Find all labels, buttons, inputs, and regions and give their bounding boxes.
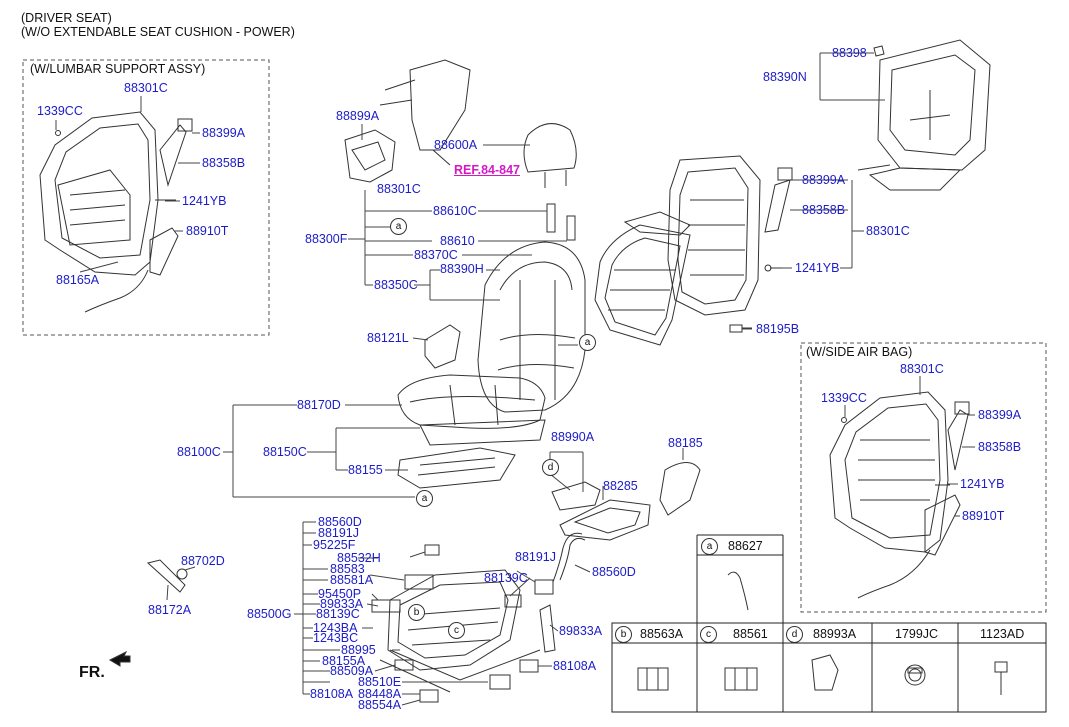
part-label[interactable]: 88301C xyxy=(900,362,944,376)
part-label[interactable]: 88399A xyxy=(202,126,246,140)
table-part-1799[interactable]: 1799JC xyxy=(895,627,939,641)
callout-b: b xyxy=(408,604,425,621)
part-label[interactable]: 1241YB xyxy=(795,261,840,275)
part-label[interactable]: 88358B xyxy=(802,203,846,217)
part-label[interactable]: 88560D xyxy=(592,565,636,579)
part-label[interactable]: 88139C xyxy=(316,607,360,621)
part-label[interactable]: 88390H xyxy=(440,262,484,276)
lumbar-box-frame xyxy=(22,59,270,336)
part-label[interactable]: 88370C xyxy=(414,248,458,262)
part-label[interactable]: 88301C xyxy=(377,182,421,196)
part-label[interactable]: 88350C xyxy=(374,278,418,292)
part-label[interactable]: 88509A xyxy=(330,664,374,678)
part-label[interactable]: 88600A xyxy=(434,138,478,152)
front-direction-label: FR. xyxy=(79,664,105,681)
part-label[interactable]: 88170D xyxy=(297,398,341,412)
part-label[interactable]: 89833A xyxy=(559,624,603,638)
part-label[interactable]: 88155 xyxy=(348,463,383,477)
parts-table-grid xyxy=(611,534,1047,713)
part-label[interactable]: 1241YB xyxy=(182,194,227,208)
table-part-d[interactable]: 88993A xyxy=(813,627,857,641)
part-label[interactable]: 88554A xyxy=(358,698,402,712)
table-part-1123[interactable]: 1123AD xyxy=(980,627,1025,641)
part-label[interactable]: 88583 xyxy=(330,562,365,576)
part-label[interactable]: 88358B xyxy=(202,156,246,170)
part-label[interactable]: 88610C xyxy=(433,204,477,218)
part-label[interactable]: 1339CC xyxy=(821,391,867,405)
part-label[interactable]: 89833A xyxy=(320,597,364,611)
callout-c: c xyxy=(448,622,465,639)
table-callout-c: c xyxy=(700,626,717,643)
part-label[interactable]: 88995 xyxy=(341,643,376,657)
part-label[interactable]: 88358B xyxy=(978,440,1022,454)
part-label[interactable]: 88399A xyxy=(978,408,1022,422)
ref-link[interactable]: REF.84-847 xyxy=(454,163,521,177)
part-label[interactable]: 1241YB xyxy=(960,477,1005,491)
part-label[interactable]: 95225F xyxy=(313,538,356,552)
part-label[interactable]: 88448A xyxy=(358,687,402,701)
part-label[interactable]: 88610 xyxy=(440,234,475,248)
callout-d: d xyxy=(542,459,559,476)
part-label[interactable]: 88910T xyxy=(186,224,229,238)
part-label[interactable]: 88165A xyxy=(56,273,100,287)
callout-a: a xyxy=(390,218,407,235)
part-label[interactable]: 1339CC xyxy=(37,104,83,118)
leader-lines xyxy=(55,52,975,706)
part-label[interactable]: 88150C xyxy=(263,445,307,459)
table-part-b[interactable]: 88563A xyxy=(640,627,684,641)
header-line-1: (DRIVER SEAT) xyxy=(21,11,112,25)
part-label[interactable]: 88510E xyxy=(358,675,402,689)
lumbar-box-title: (W/LUMBAR SUPPORT ASSY) xyxy=(30,62,206,76)
table-callout-b: b xyxy=(615,626,632,643)
part-label[interactable]: 88185 xyxy=(668,436,703,450)
part-label[interactable]: 88108A xyxy=(553,659,597,673)
part-label[interactable]: 88500G xyxy=(247,607,292,621)
part-label[interactable]: 88560D xyxy=(318,515,362,529)
part-label[interactable]: 88301C xyxy=(124,81,168,95)
table-part-a[interactable]: 88627 xyxy=(728,539,763,553)
part-label[interactable]: 88285 xyxy=(603,479,638,493)
part-label[interactable]: 88191J xyxy=(515,550,557,564)
part-label[interactable]: 1243BC xyxy=(313,631,359,645)
header-line-2: (W/O EXTENDABLE SEAT CUSHION - POWER) xyxy=(21,25,295,39)
part-label[interactable]: 88195B xyxy=(756,322,800,336)
part-label[interactable]: 88398 xyxy=(832,46,867,60)
part-label[interactable]: 88532H xyxy=(337,551,381,565)
airbag-box-title: (W/SIDE AIR BAG) xyxy=(806,345,913,359)
seat-drawing xyxy=(108,39,1008,703)
callout-a: a xyxy=(416,490,433,507)
part-label[interactable]: 88399A xyxy=(802,173,846,187)
table-part-c[interactable]: 88561 xyxy=(733,627,768,641)
part-label[interactable]: 88121L xyxy=(367,331,409,345)
table-callout-a: a xyxy=(701,538,718,555)
part-label[interactable]: 88581A xyxy=(330,573,374,587)
lumbar-frame-drawing xyxy=(39,111,193,313)
part-label[interactable]: 88990A xyxy=(551,430,595,444)
part-label[interactable]: 88100C xyxy=(177,445,221,459)
part-label[interactable]: 88702D xyxy=(181,554,225,568)
part-label[interactable]: 95450P xyxy=(318,587,362,601)
part-label[interactable]: 88390N xyxy=(763,70,807,84)
part-label[interactable]: 1243BA xyxy=(313,621,358,635)
table-callout-d: d xyxy=(786,626,803,643)
airbag-frame-drawing xyxy=(829,391,970,599)
part-label[interactable]: 88155A xyxy=(322,654,366,668)
part-label[interactable]: 88910T xyxy=(962,509,1005,523)
airbag-box-frame xyxy=(800,342,1047,613)
part-label[interactable]: 88300F xyxy=(305,232,348,246)
part-label[interactable]: 88899A xyxy=(336,109,380,123)
part-label[interactable]: 88139C xyxy=(484,571,528,585)
part-label[interactable]: 88108A xyxy=(310,687,354,701)
part-label[interactable]: 88172A xyxy=(148,603,192,617)
part-label[interactable]: 88301C xyxy=(866,224,910,238)
callout-a: a xyxy=(579,334,596,351)
part-label[interactable]: 88191J xyxy=(318,526,360,540)
